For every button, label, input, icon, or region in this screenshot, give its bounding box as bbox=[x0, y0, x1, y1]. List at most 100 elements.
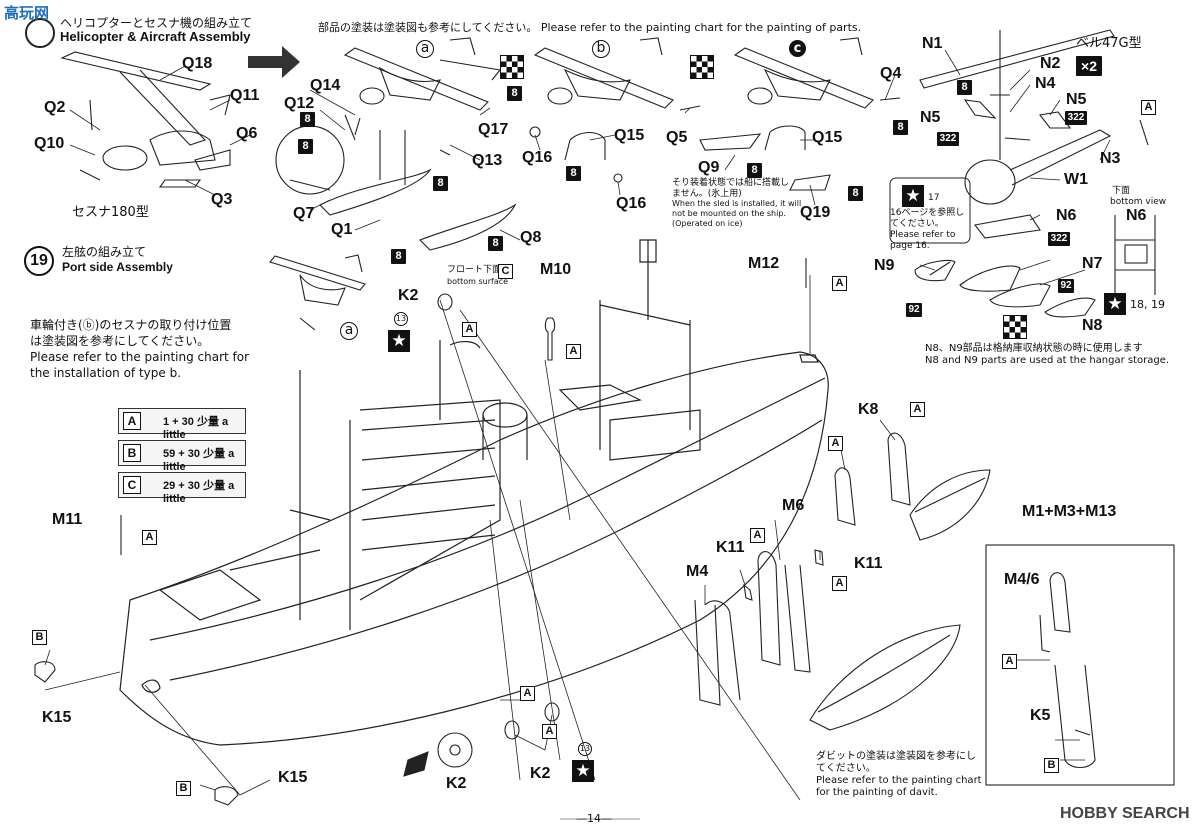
cessna-a-drawing bbox=[343, 37, 502, 136]
part-M4: M4 bbox=[686, 563, 709, 580]
paint-key-A: A bbox=[750, 528, 765, 543]
variant-c-label: c bbox=[789, 40, 806, 57]
legend-key: A bbox=[123, 412, 141, 430]
checker-decal-icon bbox=[1003, 315, 1027, 339]
port-side-title-jp: 左舷の組み立て bbox=[62, 245, 147, 259]
legend-mix: 29 + 30 少量 a little bbox=[163, 480, 235, 505]
legend-key: C bbox=[123, 476, 141, 494]
paint-key-A: A bbox=[910, 402, 925, 417]
float-note-en: bottom surface bbox=[447, 277, 509, 286]
helicopter-count: ×2 bbox=[1076, 56, 1102, 76]
sled-note-en3: (Operated on ice) bbox=[672, 219, 743, 228]
float-note-jp: フロート下面 bbox=[447, 265, 502, 275]
part-K8: K8 bbox=[858, 401, 879, 418]
cessna-install-en2: the installation of type b. bbox=[30, 366, 182, 380]
paint-key-C: C bbox=[498, 264, 513, 279]
paint-code-8: 8 bbox=[300, 112, 315, 127]
cessna-install-jp2: は塗装図を参考にしてください。 bbox=[30, 334, 210, 348]
part-K15b: K15 bbox=[278, 769, 308, 786]
part-Q16b: Q16 bbox=[616, 195, 647, 212]
part-K2c: K2 bbox=[530, 765, 551, 782]
star-decal-icon: ★ bbox=[902, 185, 924, 207]
paint-key-B: B bbox=[32, 630, 47, 645]
sled-drawing bbox=[529, 97, 901, 191]
top-step-icon bbox=[26, 19, 54, 47]
paint-key-A: A bbox=[142, 530, 157, 545]
checker-decal-icon bbox=[500, 55, 524, 79]
star-decal-icon: ★ bbox=[572, 760, 594, 782]
cessna-ship-variant-a: a bbox=[340, 322, 358, 340]
part-M10: M10 bbox=[540, 261, 572, 278]
part-Q7: Q7 bbox=[293, 205, 315, 222]
cessna-on-ship-drawing bbox=[269, 254, 366, 331]
cessna-b-drawing bbox=[533, 37, 674, 109]
paint-key-B: B bbox=[176, 781, 191, 796]
watermark-top: 高玩网 bbox=[4, 4, 50, 22]
paint-code-8: 8 bbox=[488, 236, 503, 251]
hangar-note-en: N8 and N9 parts are used at the hangar s… bbox=[925, 355, 1170, 366]
part-Q4: Q4 bbox=[880, 65, 902, 82]
part-Q19: Q19 bbox=[800, 204, 831, 221]
paint-code-8: 8 bbox=[507, 86, 522, 101]
paint-code-92: 92 bbox=[1058, 279, 1074, 293]
part-Q18: Q18 bbox=[182, 55, 213, 72]
paint-code-8: 8 bbox=[848, 186, 863, 201]
part-M12: M12 bbox=[748, 255, 780, 272]
star-decal-icon: ★ bbox=[1104, 293, 1126, 315]
variant-b-label: b bbox=[592, 40, 610, 58]
paint-key-A: A bbox=[462, 322, 477, 337]
part-Q11: Q11 bbox=[230, 87, 260, 104]
part-N6b: N6 bbox=[1126, 207, 1147, 224]
part-Q1: Q1 bbox=[331, 221, 353, 238]
paint-code-322: 322 bbox=[1048, 232, 1070, 246]
step-title-en: Helicopter & Aircraft Assembly bbox=[60, 29, 251, 44]
part-Q15b: Q15 bbox=[812, 129, 843, 146]
paint-key-A: A bbox=[832, 576, 847, 591]
part-N8: N8 bbox=[1082, 317, 1103, 334]
step-19-badge: 19 bbox=[24, 246, 54, 276]
part-K2b: K2 bbox=[446, 775, 467, 792]
davit-note-en1: Please refer to the painting chart bbox=[816, 775, 982, 786]
part-M11: M11 bbox=[52, 511, 83, 528]
bottom-view-en: bottom view bbox=[1110, 197, 1167, 207]
paint-code-8: 8 bbox=[433, 176, 448, 191]
sled-note-en1: When the sled is installed, it will bbox=[672, 199, 802, 208]
part-Q9: Q9 bbox=[698, 159, 720, 176]
hobby-search-watermark: HOBBY SEARCH bbox=[1060, 805, 1190, 822]
part-Q2: Q2 bbox=[44, 99, 66, 116]
anchor-drawing bbox=[34, 661, 239, 806]
paint-key-A: A bbox=[520, 686, 535, 701]
star-decal-icon: ★ bbox=[388, 330, 410, 352]
heli-ref-note-en: Please refer to page 16. bbox=[890, 230, 956, 251]
paint-key-B: B bbox=[1044, 758, 1059, 773]
part-N6a: N6 bbox=[1056, 207, 1077, 224]
part-Q17: Q17 bbox=[478, 121, 509, 138]
davit-note-jp1: ダビットの塗装は塗装図を参考にし bbox=[816, 751, 976, 762]
part-N7: N7 bbox=[1082, 255, 1103, 272]
page-number: —14— bbox=[576, 812, 612, 825]
sled-note-en2: not be mounted on the ship. bbox=[672, 209, 786, 218]
bottom-view-jp: 下面 bbox=[1112, 186, 1131, 196]
part-N3: N3 bbox=[1100, 150, 1121, 167]
helicopter-drawing bbox=[889, 29, 1156, 318]
part-N2: N2 bbox=[1040, 55, 1061, 72]
part-Q16a: Q16 bbox=[522, 149, 553, 166]
k2-parts-drawing bbox=[403, 293, 560, 777]
port-side-title-en: Port side Assembly bbox=[62, 260, 173, 274]
paint-code-13: 13 bbox=[394, 312, 408, 326]
paint-code-8: 8 bbox=[957, 80, 972, 95]
part-Q5: Q5 bbox=[666, 129, 688, 146]
paint-code-92: 92 bbox=[906, 303, 922, 317]
part-N4: N4 bbox=[1035, 75, 1056, 92]
ref-num: 17 bbox=[928, 193, 940, 203]
part-Q12: Q12 bbox=[284, 95, 315, 112]
part-N5a: N5 bbox=[920, 109, 941, 126]
davit-note-jp2: てください。 bbox=[816, 763, 876, 774]
cessna-install-jp1: 車輪付き(ⓑ)のセスナの取り付け位置 bbox=[30, 318, 232, 332]
part-Q14: Q14 bbox=[310, 77, 341, 94]
checker-decal-icon bbox=[690, 55, 714, 79]
variant-a-label: a bbox=[416, 40, 434, 58]
davit-note-en2: for the painting of davit. bbox=[816, 787, 938, 798]
part-Q8: Q8 bbox=[520, 229, 542, 246]
